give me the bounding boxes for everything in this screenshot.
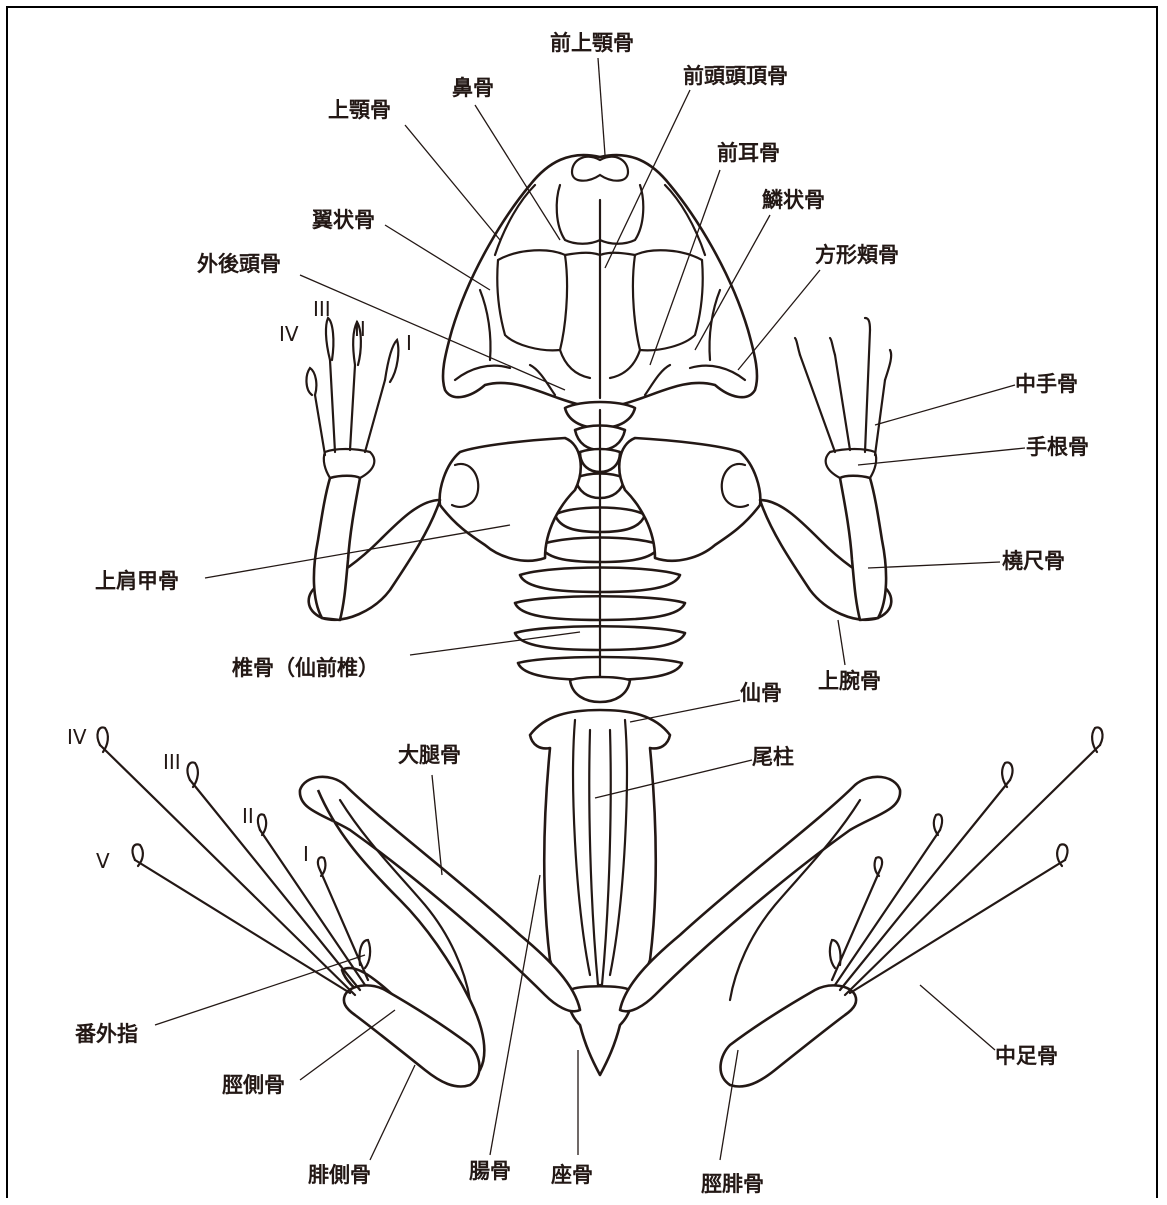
label-ilium: 腸骨 bbox=[469, 1159, 511, 1183]
foot-digit-iv: IV bbox=[67, 725, 87, 749]
label-urostyle: 尾柱 bbox=[752, 745, 794, 769]
label-tibiofibula: 脛腓骨 bbox=[701, 1172, 764, 1196]
label-maxilla: 上顎骨 bbox=[328, 98, 391, 122]
label-suprascapula: 上肩甲骨 bbox=[95, 569, 179, 593]
label-pterygoid: 翼状骨 bbox=[312, 208, 375, 232]
left-hindlimb bbox=[98, 727, 580, 1086]
label-squamosal: 鱗状骨 bbox=[761, 188, 825, 212]
hand-digit-iv: IV bbox=[279, 322, 299, 346]
left-forelimb bbox=[306, 318, 440, 620]
label-frontoparietal: 前頭頭頂骨 bbox=[683, 64, 788, 88]
foot-digit-v: V bbox=[96, 849, 110, 873]
hand-digit-iii: III bbox=[313, 297, 331, 321]
skull bbox=[443, 155, 757, 408]
foot-digit-ii: II bbox=[242, 804, 254, 828]
label-metacarpal: 中手骨 bbox=[1015, 372, 1078, 396]
label-carpal: 手根骨 bbox=[1026, 435, 1089, 459]
label-radioulna: 橈尺骨 bbox=[1002, 549, 1065, 573]
label-humerus: 上腕骨 bbox=[818, 669, 881, 693]
label-metatarsal: 中足骨 bbox=[995, 1044, 1058, 1068]
label-prehallux: 番外指 bbox=[74, 1022, 138, 1046]
label-fibulare: 腓側骨 bbox=[308, 1163, 371, 1187]
label-vertebra: 椎骨（仙前椎） bbox=[232, 656, 379, 680]
label-exoccipital: 外後頭骨 bbox=[197, 252, 281, 276]
label-nasal: 鼻骨 bbox=[452, 76, 494, 100]
foot-digit-i: I bbox=[303, 842, 309, 866]
label-prootic: 前耳骨 bbox=[717, 141, 780, 165]
label-premaxilla: 前上顎骨 bbox=[550, 31, 634, 55]
right-forelimb bbox=[760, 318, 891, 620]
right-hindlimb bbox=[620, 727, 1102, 1086]
pelvis bbox=[530, 710, 670, 1075]
label-sacral: 仙骨 bbox=[740, 681, 782, 705]
label-femur: 大腿骨 bbox=[398, 743, 461, 767]
label-tibiale: 脛側骨 bbox=[222, 1073, 285, 1097]
hand-digit-ii: II bbox=[354, 317, 366, 341]
hand-digit-i: I bbox=[406, 331, 412, 355]
label-ischium: 座骨 bbox=[551, 1163, 593, 1187]
foot-digit-iii: III bbox=[163, 750, 181, 774]
label-quadratojugal: 方形頬骨 bbox=[815, 243, 899, 267]
